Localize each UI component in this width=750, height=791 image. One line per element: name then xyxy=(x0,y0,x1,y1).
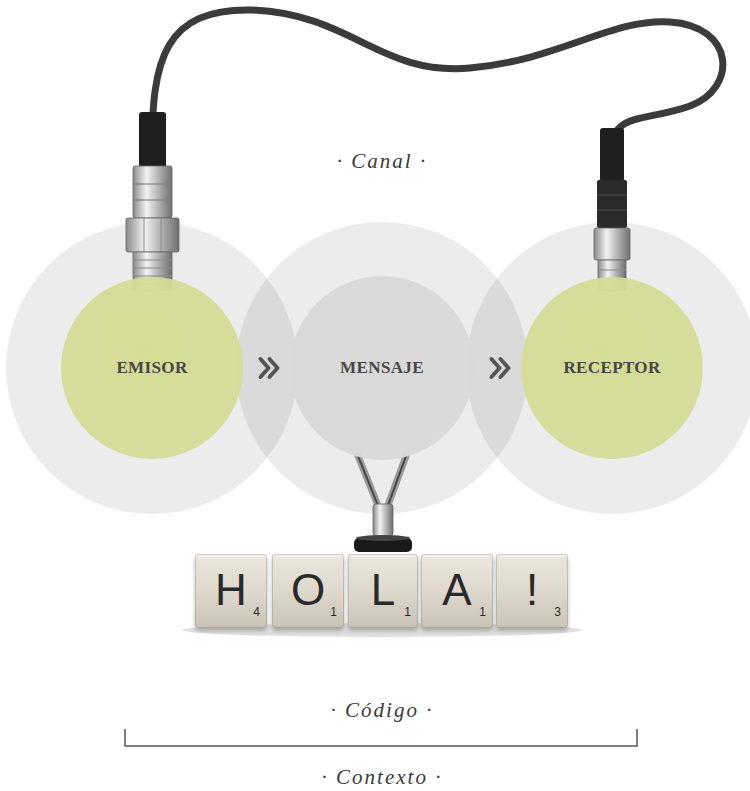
tile-score: 1 xyxy=(479,606,486,619)
context-label: · Contexto · xyxy=(318,765,447,790)
message-circle: MENSAJE xyxy=(290,276,474,460)
letter-tile: A1 xyxy=(421,554,493,628)
context-bracket xyxy=(125,729,637,746)
left-plug xyxy=(126,112,179,290)
receiver-circle: RECEPTOR xyxy=(521,277,703,459)
letter-tile: O1 xyxy=(272,554,344,628)
letter-tile: !3 xyxy=(496,554,568,628)
node-title: MENSAJE xyxy=(290,358,474,378)
channel-cable xyxy=(152,10,723,278)
code-label: · Código · xyxy=(327,698,438,723)
right-plug xyxy=(594,128,630,290)
node-title: EMISOR xyxy=(61,358,243,378)
flow-chevrons xyxy=(492,359,509,377)
channel-label: · Canal · xyxy=(333,149,431,174)
tile-score: 4 xyxy=(253,606,260,619)
halo-circle xyxy=(466,222,750,514)
tile-score: 1 xyxy=(404,606,411,619)
gripper-arm xyxy=(354,456,412,552)
node-title: RECEPTOR xyxy=(521,358,703,378)
flow-chevrons xyxy=(261,359,278,377)
letter-tile: L1 xyxy=(348,554,418,628)
letter-tile: H4 xyxy=(195,554,267,628)
tile-score: 1 xyxy=(330,606,337,619)
tile-score: 3 xyxy=(554,606,561,619)
sender-circle: EMISOR xyxy=(61,277,243,459)
